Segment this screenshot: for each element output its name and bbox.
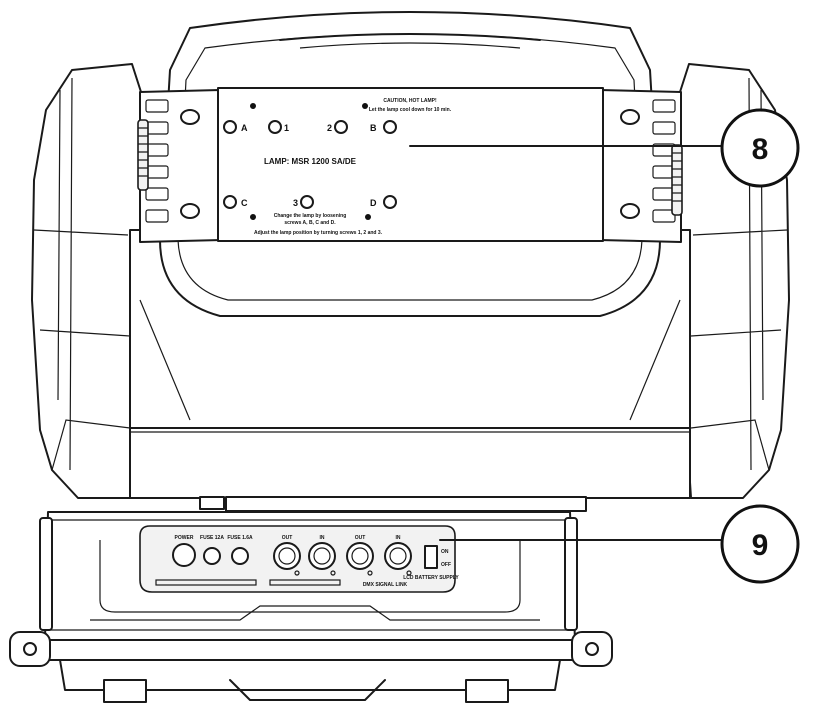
callout-9-number: 9 <box>752 529 769 562</box>
change-line1: Change the lamp by loosening <box>274 213 347 219</box>
fuse2-label: FUSE 1.6A <box>227 535 253 541</box>
screw-b-label: B <box>370 123 377 133</box>
in2-label: IN <box>396 535 401 541</box>
change-line2: screws A, B, C and D. <box>284 220 336 226</box>
screw-c <box>223 195 237 209</box>
base: ON OFF POWER FUSE 12A FUSE 1.6A OUT IN O… <box>9 496 613 703</box>
out1-label: OUT <box>282 535 293 541</box>
screw-c-label: C <box>241 198 248 208</box>
screw-1 <box>268 120 282 134</box>
in1-label: IN <box>320 535 325 541</box>
base-foot-plate <box>59 659 561 691</box>
caution-line2: Let the lamp cool down for 10 min. <box>369 107 452 113</box>
battery-switch <box>424 545 438 569</box>
screw-3-label: 3 <box>293 198 298 208</box>
screw-2-label: 2 <box>327 123 332 133</box>
callout-9: 9 <box>439 504 800 584</box>
screw-a-label: A <box>241 123 248 133</box>
screw-a <box>223 120 237 134</box>
carry-bar <box>13 639 607 661</box>
callout-8-number: 8 <box>752 133 769 166</box>
dmx-out-connector-1 <box>273 542 301 570</box>
switch-off-label: OFF <box>441 562 451 568</box>
adjust-line: Adjust the lamp position by turning scre… <box>254 230 383 236</box>
fuse-12a <box>203 547 221 565</box>
screw-d <box>383 195 397 209</box>
power-label: POWER <box>175 535 194 541</box>
out2-label: OUT <box>355 535 366 541</box>
screw-2 <box>334 120 348 134</box>
dmx-in-connector-2 <box>384 542 412 570</box>
fuse1-label: FUSE 12A <box>200 535 224 541</box>
dmx-in-connector-1 <box>308 542 336 570</box>
power-connector <box>172 543 196 567</box>
left-tilt-knob <box>137 119 149 191</box>
fuse-1-6a <box>231 547 249 565</box>
screw-3 <box>300 195 314 209</box>
lamp-plate: CAUTION, HOT LAMP! Let the lamp cool dow… <box>217 87 604 242</box>
callout-8: 8 <box>409 108 800 188</box>
screw-1-label: 1 <box>284 123 289 133</box>
screw-d-label: D <box>370 198 377 208</box>
dmx-label: DMX SIGNAL LINK <box>363 582 408 588</box>
screw-b <box>383 120 397 134</box>
dmx-out-connector-2 <box>346 542 374 570</box>
battery-label: LCD BATTERY SUPPLY <box>403 575 459 581</box>
switch-on-label: ON <box>441 549 449 555</box>
lamp-label: LAMP: MSR 1200 SA/DE <box>264 157 357 166</box>
caution-line1: CAUTION, HOT LAMP! <box>383 98 437 104</box>
right-tilt-knob <box>671 144 683 216</box>
